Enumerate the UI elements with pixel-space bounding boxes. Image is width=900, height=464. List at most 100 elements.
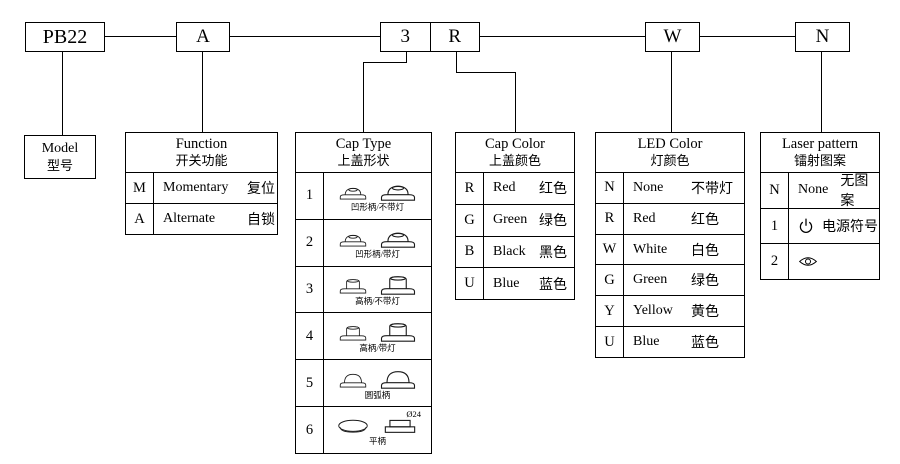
led-color-table-header: LED Color 灯颜色 bbox=[596, 133, 744, 173]
cap-high-unlit-icon bbox=[380, 276, 415, 295]
laser-pattern-table: Laser pattern 镭射图案 N None 无图案 1 bbox=[760, 132, 880, 280]
cap-color-row-code: R bbox=[456, 173, 484, 204]
function-table-header: Function 开关功能 bbox=[126, 133, 277, 173]
led-color-row-en: White bbox=[633, 241, 668, 257]
led-color-row-zh: 白色 bbox=[691, 243, 719, 259]
cap-color-row-en: Red bbox=[493, 180, 516, 196]
led-color-row-code: G bbox=[596, 265, 624, 296]
function-row-zh: 复位 bbox=[247, 182, 275, 197]
cap-color-row-zh: 黑色 bbox=[539, 245, 567, 261]
laser-pattern-title-zh: 镭射图案 bbox=[793, 153, 846, 169]
model-title-zh: 型号 bbox=[46, 157, 73, 173]
led-color-row-en: Green bbox=[633, 272, 668, 288]
connector-cap-color-drop bbox=[456, 52, 457, 73]
model-box: Model 型号 bbox=[24, 135, 96, 179]
cap-type-title-zh: 上盖形状 bbox=[337, 153, 390, 169]
cap-color-row: U Blue 蓝色 bbox=[456, 268, 574, 299]
cap-type-row-caption: 凹形柄/不带灯 bbox=[350, 202, 405, 213]
laser-pattern-table-header: Laser pattern 镭射图案 bbox=[761, 133, 879, 173]
cap-high-lit-icon bbox=[339, 325, 366, 341]
cap-type-title-en: Cap Type bbox=[335, 136, 392, 152]
connector-function bbox=[202, 52, 203, 132]
cap-color-row-en: Black bbox=[493, 243, 526, 259]
connector-cap-type-drop bbox=[406, 52, 407, 63]
cap-flat-icon bbox=[337, 420, 368, 433]
led-color-title-en: LED Color bbox=[637, 136, 703, 152]
cap-concave-lit-icon bbox=[339, 234, 366, 247]
cap-color-table-header: Cap Color 上盖颜色 bbox=[456, 133, 574, 173]
cap-type-row-caption: 圆弧柄 bbox=[364, 389, 391, 400]
led-color-row: Y Yellow 黄色 bbox=[596, 296, 744, 328]
cap-dome-icon bbox=[380, 370, 415, 389]
cap-color-title-en: Cap Color bbox=[484, 136, 545, 152]
laser-pattern-row-code: 1 bbox=[761, 208, 789, 244]
cap-type-row-caption: 平柄 bbox=[368, 436, 386, 447]
laser-pattern-row-en: None bbox=[798, 182, 829, 198]
function-row-code: A bbox=[126, 204, 154, 234]
cap-type-row-caption: 凹形柄/带灯 bbox=[355, 249, 400, 260]
cap-color-row-en: Green bbox=[493, 212, 528, 228]
code-box-cap: 3 R bbox=[380, 22, 480, 52]
cap-type-row: 6 Ø24 平柄 bbox=[296, 407, 431, 453]
laser-pattern-row: 1 电源符号 bbox=[761, 208, 879, 245]
code-laser-text: N bbox=[815, 26, 830, 47]
led-color-row: N None 不带灯 bbox=[596, 173, 744, 204]
cap-type-table-header: Cap Type 上盖形状 bbox=[296, 133, 431, 173]
laser-pattern-row-code: 2 bbox=[761, 244, 789, 280]
connector-model bbox=[62, 52, 63, 135]
laser-pattern-row: N None 无图案 bbox=[761, 173, 879, 209]
connector-cap-color bbox=[515, 72, 516, 132]
connector-cap-color-jog bbox=[456, 72, 516, 73]
function-row: A Alternate 自锁 bbox=[126, 204, 277, 234]
cap-color-table: Cap Color 上盖颜色 R Red 红色 G Green 绿色 B bbox=[455, 132, 575, 300]
led-color-row: W White 白色 bbox=[596, 234, 744, 266]
cap-concave-unlit-icon bbox=[339, 188, 366, 200]
led-color-row-zh: 绿色 bbox=[691, 274, 719, 290]
cap-color-row-code: G bbox=[456, 204, 484, 236]
eye-symbol-icon bbox=[798, 257, 818, 266]
cap-concave-unlit-icon bbox=[380, 185, 415, 201]
code-box-led: W bbox=[645, 22, 700, 52]
cap-color-row-zh: 绿色 bbox=[539, 214, 567, 230]
led-color-row: R Red 红色 bbox=[596, 203, 744, 235]
led-color-row-code: N bbox=[596, 173, 624, 203]
cap-diameter-label: Ø24 bbox=[406, 409, 421, 420]
connector-laser bbox=[821, 52, 822, 132]
led-color-row-zh: 红色 bbox=[691, 212, 719, 228]
function-row: M Momentary 复位 bbox=[126, 173, 277, 204]
code-cap-type-text: 3 bbox=[400, 26, 411, 47]
code-function-text: A bbox=[196, 26, 210, 47]
laser-pattern-row-zh: 无图案 bbox=[840, 174, 869, 210]
led-color-row-code: W bbox=[596, 234, 624, 265]
cap-type-row: 3 高柄/不带灯 bbox=[296, 266, 431, 314]
code-cap-color-text: R bbox=[429, 23, 480, 51]
connector-led bbox=[671, 52, 672, 132]
code-led-text: W bbox=[663, 26, 682, 47]
laser-pattern-row-code: N bbox=[761, 173, 789, 208]
cap-type-row-code: 5 bbox=[296, 360, 324, 407]
function-title-zh: 开关功能 bbox=[175, 153, 228, 169]
cap-type-row: 2 凹形柄/带灯 bbox=[296, 219, 431, 267]
led-color-table: LED Color 灯颜色 N None 不带灯 R Red 红色 W bbox=[595, 132, 745, 358]
cap-color-row-zh: 蓝色 bbox=[539, 277, 567, 293]
cap-type-row-code: 6 bbox=[296, 407, 324, 453]
function-row-en: Momentary bbox=[163, 180, 229, 195]
cap-concave-lit-icon bbox=[380, 232, 415, 248]
function-table: Function 开关功能 M Momentary 复位 A Alternate… bbox=[125, 132, 278, 235]
led-color-row-code: R bbox=[596, 203, 624, 234]
laser-pattern-title-en: Laser pattern bbox=[781, 136, 859, 152]
led-color-row: G Green 绿色 bbox=[596, 265, 744, 297]
led-color-row-code: Y bbox=[596, 296, 624, 327]
cap-color-row-en: Blue bbox=[493, 275, 520, 291]
cap-high-lit-icon bbox=[380, 322, 415, 342]
led-color-row-zh: 蓝色 bbox=[691, 336, 719, 352]
cap-type-row-caption: 高柄/带灯 bbox=[359, 342, 396, 353]
connector-cap-type-jog bbox=[363, 62, 407, 63]
cap-color-row-code: U bbox=[456, 268, 484, 299]
cap-high-unlit-icon bbox=[339, 279, 366, 294]
code-box-function: A bbox=[176, 22, 230, 52]
led-color-row-en: Yellow bbox=[633, 303, 673, 319]
led-color-row-zh: 黄色 bbox=[691, 305, 719, 321]
cap-type-row: 1 凹形柄/不带灯 bbox=[296, 173, 431, 220]
